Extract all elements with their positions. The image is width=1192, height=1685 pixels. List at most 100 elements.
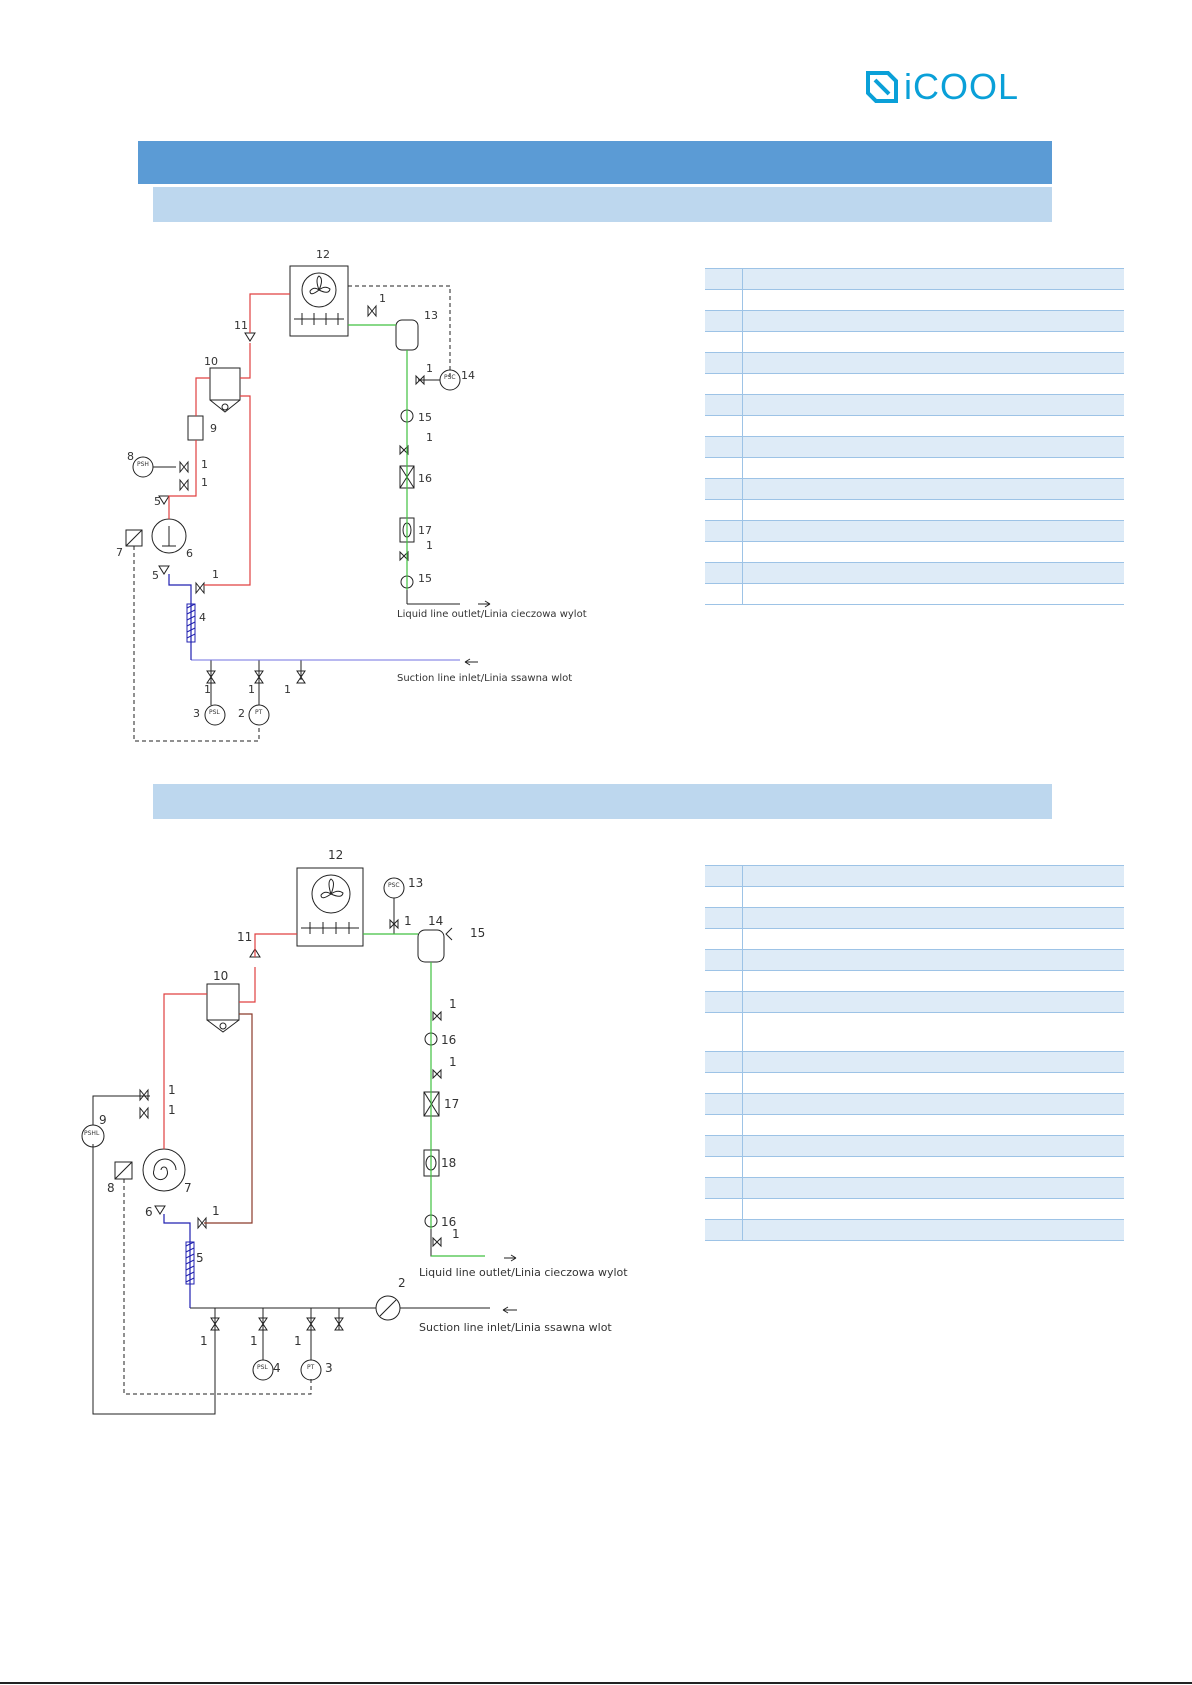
oil-separator bbox=[209, 367, 241, 401]
label-7: 7 bbox=[116, 546, 123, 559]
tag-pshl: PSHL bbox=[84, 1130, 100, 1137]
label-1d: 1 bbox=[212, 568, 219, 581]
label-1i: 1 bbox=[449, 1055, 457, 1069]
brand-name: iCOOL bbox=[904, 66, 1020, 107]
table-row bbox=[705, 415, 1124, 437]
label-11: 11 bbox=[237, 930, 252, 944]
table-row bbox=[705, 310, 1124, 332]
condenser-unit bbox=[296, 867, 364, 947]
label-2: 2 bbox=[238, 707, 245, 720]
table-row bbox=[705, 289, 1124, 311]
tag-pt: PT bbox=[255, 709, 263, 716]
label-1a: 1 bbox=[168, 1083, 176, 1097]
label-3: 3 bbox=[193, 707, 200, 720]
label-17: 17 bbox=[444, 1097, 459, 1111]
table-row bbox=[705, 1051, 1124, 1073]
label-13: 13 bbox=[424, 309, 438, 322]
table-row bbox=[705, 436, 1124, 458]
label-1g: 1 bbox=[404, 914, 412, 928]
label-15: 15 bbox=[470, 926, 485, 940]
tag-pt: PT bbox=[307, 1364, 315, 1371]
table-row bbox=[705, 331, 1124, 353]
table-row bbox=[705, 499, 1124, 521]
label-10: 10 bbox=[213, 969, 228, 983]
tag-psl: PSL bbox=[257, 1364, 268, 1371]
legend-table-1 bbox=[705, 268, 1124, 605]
page-bottom-rule bbox=[0, 1682, 1192, 1684]
label-16: 16 bbox=[418, 472, 432, 485]
condenser-unit bbox=[289, 265, 349, 337]
scroll-compressor bbox=[142, 1148, 186, 1192]
refrigeration-diagram-1: 12 1 13 14 15 16 17 15 11 10 9 8 5 7 6 5… bbox=[116, 248, 587, 742]
label-1g: 1 bbox=[284, 683, 291, 696]
tag-psh: PSH bbox=[137, 461, 149, 468]
gauge-psl bbox=[204, 704, 226, 726]
label-14: 14 bbox=[461, 369, 475, 382]
heat-exchanger-5 bbox=[185, 1241, 195, 1285]
label-15b: 15 bbox=[418, 572, 432, 585]
label-1: 1 bbox=[379, 292, 386, 305]
table-row bbox=[705, 457, 1124, 479]
label-13: 13 bbox=[408, 876, 423, 890]
label-2: 2 bbox=[398, 1276, 406, 1290]
receiver bbox=[395, 319, 419, 351]
label-1e: 1 bbox=[204, 683, 211, 696]
table-row bbox=[705, 907, 1124, 929]
label-1f: 1 bbox=[248, 683, 255, 696]
label-17: 17 bbox=[418, 524, 432, 537]
table-row bbox=[705, 1198, 1124, 1220]
label-5b: 5 bbox=[152, 569, 159, 582]
label-10: 10 bbox=[204, 355, 218, 368]
table-row bbox=[705, 373, 1124, 395]
label-4: 4 bbox=[273, 1361, 281, 1375]
label-5: 5 bbox=[154, 495, 161, 508]
receiver bbox=[417, 929, 445, 963]
label-1e: 1 bbox=[250, 1334, 258, 1348]
label-1i: 1 bbox=[426, 431, 433, 444]
table-row bbox=[705, 949, 1124, 971]
label-1d: 1 bbox=[200, 1334, 208, 1348]
label-16b: 16 bbox=[441, 1215, 456, 1229]
label-18: 18 bbox=[441, 1156, 456, 1170]
fan-icon bbox=[311, 874, 351, 914]
label-1j: 1 bbox=[426, 539, 433, 552]
table-row bbox=[705, 865, 1124, 887]
liquid-line-label: Liquid line outlet/Linia cieczowa wylot bbox=[397, 609, 587, 620]
label-12: 12 bbox=[328, 848, 343, 862]
label-9: 9 bbox=[99, 1113, 107, 1127]
label-1c: 1 bbox=[201, 476, 208, 489]
header-bar bbox=[138, 141, 1052, 184]
table-row bbox=[705, 1219, 1124, 1241]
table-row bbox=[705, 1093, 1124, 1115]
label-1j: 1 bbox=[452, 1227, 460, 1241]
label-6: 6 bbox=[186, 547, 193, 560]
label-1b: 1 bbox=[201, 458, 208, 471]
oil-separator bbox=[206, 983, 240, 1021]
tag-psc: PSC bbox=[388, 882, 400, 889]
table-row bbox=[705, 970, 1124, 992]
table-row bbox=[705, 1177, 1124, 1199]
table-row bbox=[705, 991, 1124, 1013]
label-9: 9 bbox=[210, 422, 217, 435]
icool-logo-icon bbox=[866, 71, 898, 103]
table-row bbox=[705, 1072, 1124, 1094]
legend-table-2 bbox=[705, 865, 1124, 1241]
label-11: 11 bbox=[234, 319, 248, 332]
label-1h: 1 bbox=[449, 997, 457, 1011]
tag-psc: PSC bbox=[444, 374, 456, 381]
heat-exchanger-4 bbox=[186, 603, 196, 643]
label-3: 3 bbox=[325, 1361, 333, 1375]
table-row bbox=[705, 520, 1124, 542]
section-1-bar bbox=[153, 187, 1052, 222]
tag-psl: PSL bbox=[209, 709, 220, 716]
table-row bbox=[705, 583, 1124, 605]
table-row bbox=[705, 1012, 1124, 1052]
label-8: 8 bbox=[107, 1181, 115, 1195]
label-1c: 1 bbox=[212, 1204, 220, 1218]
suction-line-label: Suction line inlet/Linia ssawna wlot bbox=[397, 673, 572, 684]
refrigeration-diagram-2: 12 13 14 15 16 17 18 16 11 10 9 8 7 6 5 … bbox=[81, 848, 628, 1415]
check-component bbox=[187, 415, 204, 441]
table-row bbox=[705, 562, 1124, 584]
label-12: 12 bbox=[316, 248, 330, 261]
brand-logo: iCOOL bbox=[866, 66, 1019, 108]
